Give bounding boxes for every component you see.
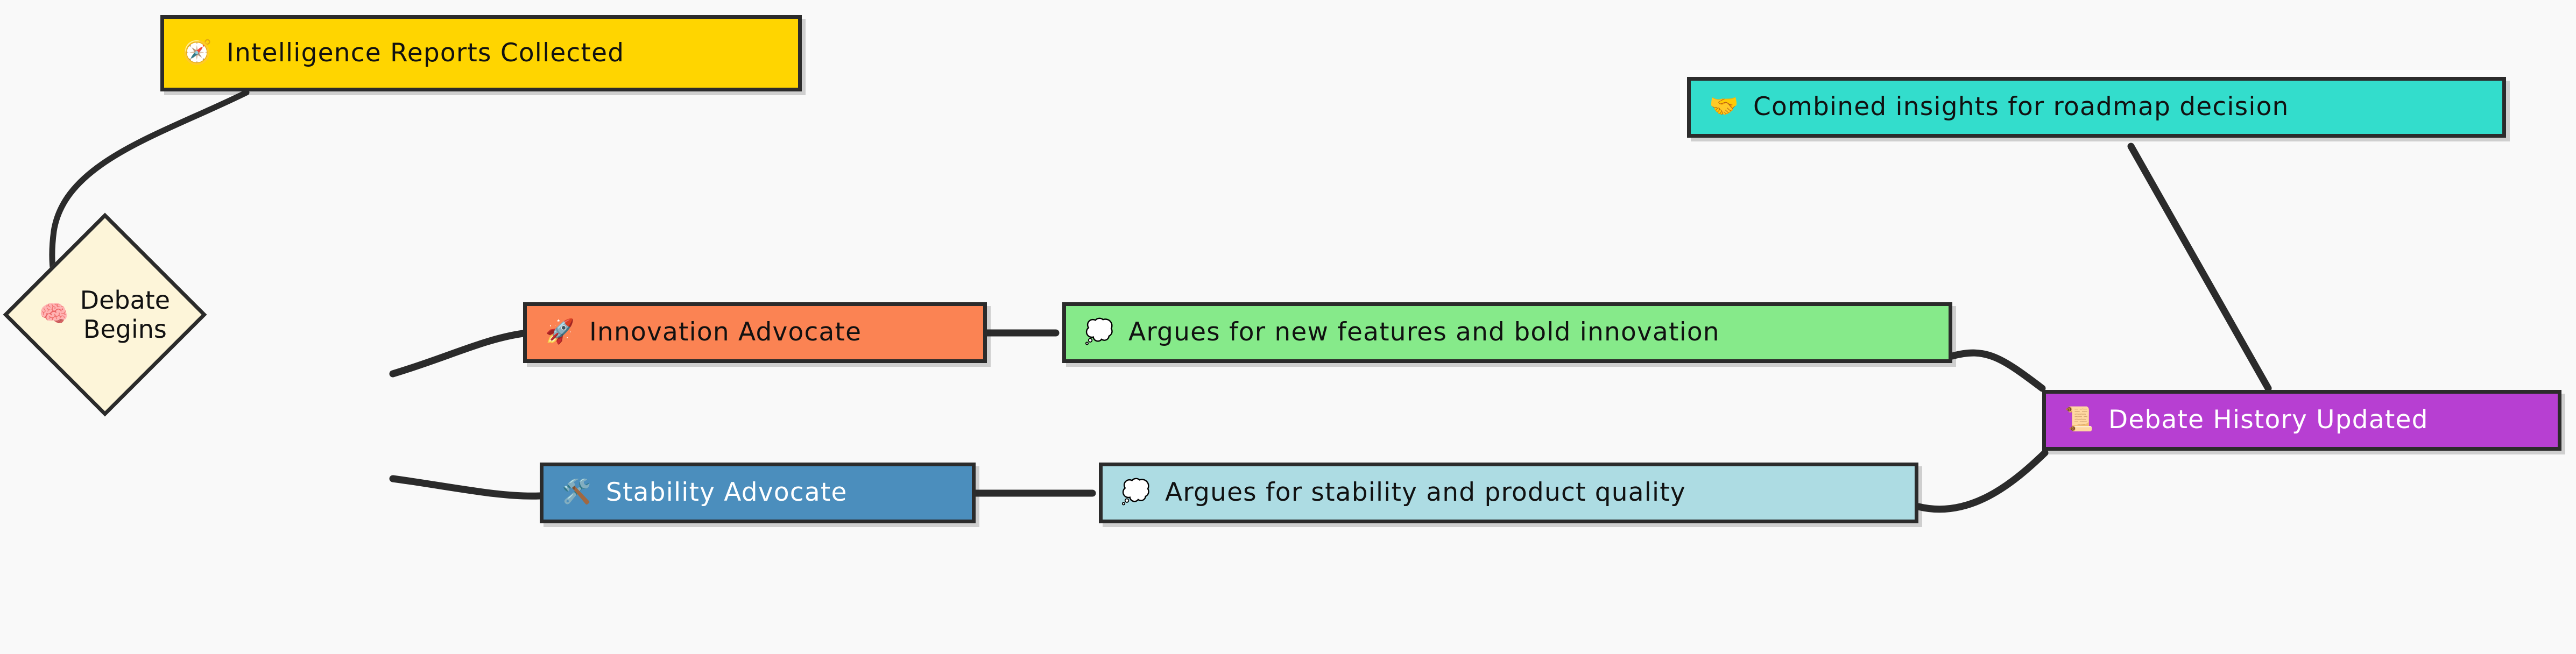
node-innovation-advocate-label: 🚀 Innovation Advocate [527,318,880,347]
node-intelligence-reports[interactable]: 🧭 Intelligence Reports Collected [160,15,802,91]
node-stability-advocate-text: Stability Advocate [606,478,848,508]
compass-icon: 🧭 [182,38,213,66]
hammer-and-wrench-icon: 🛠️ [562,478,592,506]
node-innovation-advocate-text: Innovation Advocate [589,317,862,347]
node-argues-stability-label: 💭 Argues for stability and product quali… [1103,478,1704,507]
node-combined-insights[interactable]: 🤝 Combined insights for roadmap decision [1687,77,2506,138]
node-argues-stability-text: Argues for stability and product quality [1165,478,1686,508]
node-argues-innovation[interactable]: 💭 Argues for new features and bold innov… [1062,302,1952,363]
node-stability-advocate-label: 🛠️ Stability Advocate [544,478,866,507]
node-debate-history-label: 📜 Debate History Updated [2046,406,2447,435]
handshake-icon: 🤝 [1709,93,1739,120]
node-intelligence-reports-label: 🧭 Intelligence Reports Collected [164,38,643,68]
node-argues-stability[interactable]: 💭 Argues for stability and product quali… [1099,463,1918,523]
brain-icon: 🧠 [39,300,69,328]
scroll-icon: 📜 [2064,406,2094,433]
thought-balloon-icon: 💭 [1121,478,1151,506]
node-argues-innovation-text: Argues for new features and bold innovat… [1128,317,1720,347]
edge-debate-to-innovation [389,330,527,378]
edge-history-to-combined [2127,143,2272,392]
node-debate-begins-label: 🧠 Debate Begins [3,212,207,417]
node-debate-history[interactable]: 📜 Debate History Updated [2042,390,2561,451]
node-combined-insights-text: Combined insights for roadmap decision [1753,92,2289,122]
node-innovation-advocate[interactable]: 🚀 Innovation Advocate [523,302,987,363]
node-stability-advocate[interactable]: 🛠️ Stability Advocate [540,463,976,523]
thought-balloon-icon: 💭 [1084,318,1114,346]
edge-argues-innovation-to-history [1949,349,2046,392]
edge-argues-stability-to-history [1915,449,2049,513]
node-debate-begins-text: Debate Begins [80,285,171,344]
node-argues-innovation-label: 💭 Argues for new features and bold innov… [1066,318,1738,347]
rocket-icon: 🚀 [545,318,575,346]
edge-debate-to-stability [389,475,544,500]
node-debate-history-text: Debate History Updated [2108,405,2429,435]
node-intelligence-reports-text: Intelligence Reports Collected [227,38,625,68]
node-debate-begins[interactable]: 🧠 Debate Begins [3,212,207,417]
node-combined-insights-label: 🤝 Combined insights for roadmap decision [1691,93,2307,122]
